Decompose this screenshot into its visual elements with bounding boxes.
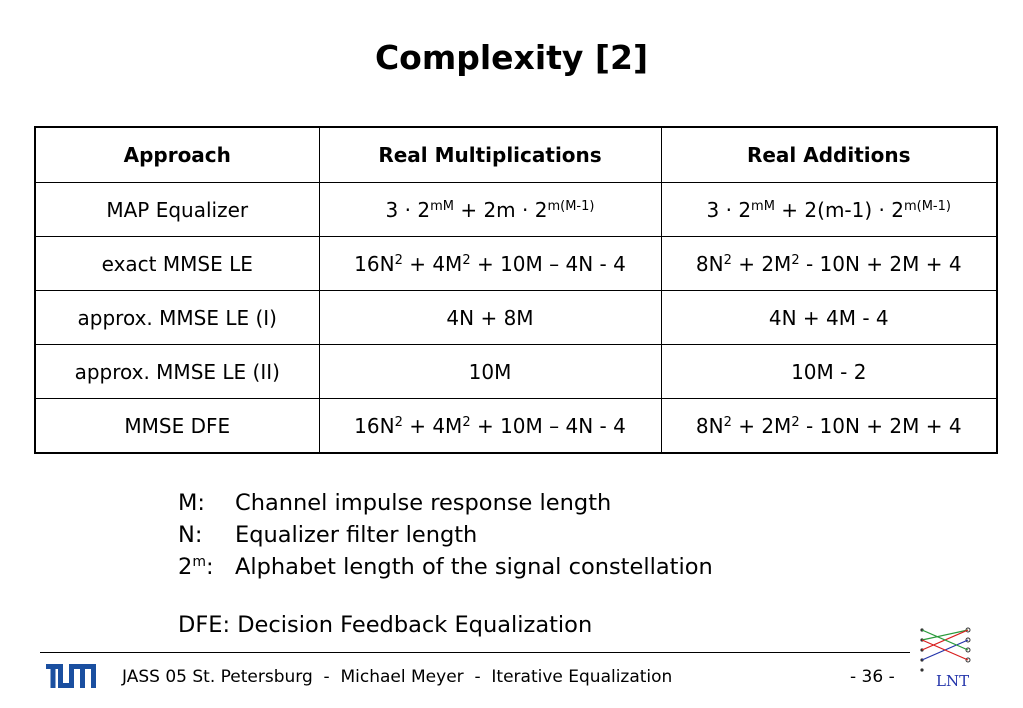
legend-item: N: Equalizer filter length [178, 519, 713, 551]
formula-part: 3 · 2 [385, 197, 431, 222]
formula-part: 10M [468, 359, 512, 384]
cell-approach: approx. MMSE LE (II) [34, 344, 320, 399]
formula-part: + 4M [402, 251, 463, 276]
legend-key-sup: m [192, 554, 206, 570]
symbol-legend: M: Channel impulse response length N: Eq… [178, 487, 713, 583]
formula-part: 10M - 2 [791, 359, 867, 384]
cell-real-multiplications: 4N + 8M [318, 290, 662, 345]
exponent: 2 [791, 252, 800, 268]
footer-text: JASS 05 St. Petersburg - Michael Meyer -… [122, 667, 673, 687]
formula-part: 4N + 4M - 4 [768, 305, 889, 330]
cell-approach: exact MMSE LE [34, 236, 320, 291]
header-real-multiplications: Real Multiplications [318, 126, 662, 183]
exponent: 2 [394, 252, 403, 268]
header-real-additions: Real Additions [660, 126, 998, 183]
cell-real-additions: 8N2 + 2M2 - 10N + 2M + 4 [660, 236, 998, 291]
exponent: 2 [394, 414, 403, 430]
tum-logo [46, 664, 96, 688]
formula-part: + 2M [731, 413, 792, 438]
formula-part: + 10M – 4N - 4 [470, 251, 626, 276]
legend-desc: Channel impulse response length [235, 490, 612, 516]
table-row: approx. MMSE LE (II) 10M 10M - 2 [34, 344, 998, 399]
dfe-note: DFE: Decision Feedback Equalization [178, 612, 593, 638]
table-row: approx. MMSE LE (I) 4N + 8M 4N + 4M - 4 [34, 290, 998, 345]
exponent: m(M-1) [903, 198, 951, 214]
page-title: Complexity [2] [374, 38, 649, 77]
legend-desc: Alphabet length of the signal constellat… [235, 554, 713, 580]
formula-part: 8N [695, 413, 724, 438]
exponent: mM [430, 198, 454, 214]
formula-part: 4N + 8M [446, 305, 534, 330]
legend-desc: Equalizer filter length [235, 522, 478, 548]
legend-item: 2m: Alphabet length of the signal conste… [178, 551, 713, 583]
cell-real-additions: 4N + 4M - 4 [660, 290, 998, 345]
formula-part: 8N [695, 251, 724, 276]
exponent: mM [751, 198, 775, 214]
legend-key: M: [178, 490, 205, 516]
formula-part: + 2M [731, 251, 792, 276]
legend-key-suffix: : [205, 554, 214, 580]
cell-real-additions: 3 · 2mM + 2(m-1) · 2m(M-1) [660, 182, 998, 237]
formula-part: 16N [354, 251, 395, 276]
formula-part: - 10N + 2M + 4 [799, 251, 962, 276]
cell-real-multiplications: 16N2 + 4M2 + 10M – 4N - 4 [318, 236, 662, 291]
exponent: 2 [462, 252, 471, 268]
legend-key: 2m: [178, 551, 235, 583]
page-number: - 36 - [850, 667, 895, 687]
exponent: 2 [723, 414, 732, 430]
exponent: 2 [791, 414, 800, 430]
cell-real-additions: 8N2 + 2M2 - 10N + 2M + 4 [660, 398, 998, 454]
exponent: 2 [462, 414, 471, 430]
exponent: m(M-1) [547, 198, 595, 214]
lnt-logo: LNT [920, 627, 971, 690]
formula-part: 3 · 2 [706, 197, 752, 222]
cell-real-additions: 10M - 2 [660, 344, 998, 399]
formula-part: + 4M [402, 413, 463, 438]
cell-real-multiplications: 10M [318, 344, 662, 399]
legend-item: M: Channel impulse response length [178, 487, 713, 519]
lnt-logo-text: LNT [936, 672, 969, 690]
legend-key-base: 2 [178, 554, 193, 580]
complexity-table: Approach Real Multiplications Real Addit… [34, 126, 998, 454]
cell-real-multiplications: 16N2 + 4M2 + 10M – 4N - 4 [318, 398, 662, 454]
formula-part: + 2(m-1) · 2 [774, 197, 904, 222]
legend-key: N: [178, 522, 203, 548]
table-header-row: Approach Real Multiplications Real Addit… [34, 126, 998, 183]
header-approach: Approach [34, 126, 320, 183]
cell-approach: MAP Equalizer [34, 182, 320, 237]
footer-divider [40, 652, 910, 653]
exponent: 2 [723, 252, 732, 268]
formula-part: + 2m · 2 [453, 197, 548, 222]
formula-part: + 10M – 4N - 4 [470, 413, 626, 438]
formula-part: 16N [354, 413, 395, 438]
cell-real-multiplications: 3 · 2mM + 2m · 2m(M-1) [318, 182, 662, 237]
cell-approach: approx. MMSE LE (I) [34, 290, 320, 345]
cell-approach: MMSE DFE [34, 398, 320, 454]
formula-part: - 10N + 2M + 4 [799, 413, 962, 438]
